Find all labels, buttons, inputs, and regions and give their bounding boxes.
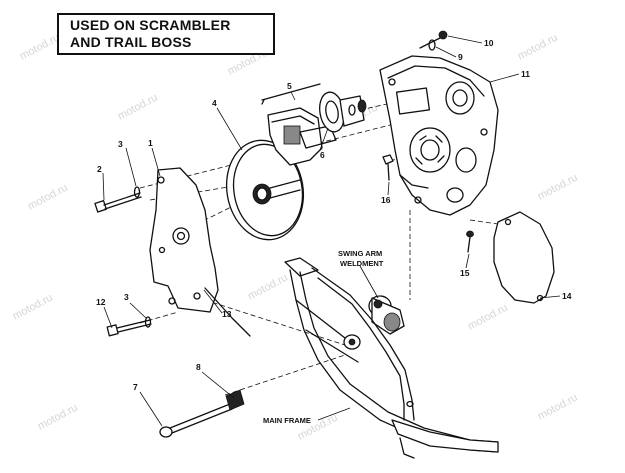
callout-10: 10	[484, 38, 494, 48]
callout-4: 4	[212, 98, 217, 108]
washer-3-lower	[144, 316, 152, 328]
callout-7: 7	[133, 382, 138, 392]
callout-1: 1	[148, 138, 153, 148]
callout-13: 13	[222, 309, 232, 319]
watermark-text: motod.ru	[536, 392, 580, 423]
watermark-text: motod.ru	[36, 402, 80, 433]
callout-3-upper: 3	[118, 139, 123, 149]
screw-15	[466, 230, 474, 253]
bolt-12	[106, 319, 152, 337]
watermark-text: motod.ru	[536, 172, 580, 203]
callout-12: 12	[96, 297, 106, 307]
applicability-box: USED ON SCRAMBLER AND TRAIL BOSS	[57, 13, 275, 55]
watermark-text: motod.ru	[26, 182, 70, 213]
callout-15: 15	[460, 268, 470, 278]
gearcase-11	[379, 55, 499, 216]
label-main-frame: MAIN FRAME	[263, 416, 311, 425]
watermark-text: motod.ru	[246, 272, 290, 303]
cover-14	[493, 211, 555, 304]
watermark-text: motod.ru	[18, 32, 62, 63]
applicability-line-2: AND TRAIL BOSS	[70, 34, 192, 50]
swing-arm-weldment	[368, 295, 405, 335]
washer-9	[428, 39, 436, 51]
callout-11: 11	[521, 69, 530, 79]
washer-3-upper	[133, 186, 141, 198]
bolt-2	[94, 192, 142, 213]
watermark-text: motod.ru	[116, 92, 160, 123]
drive-sheave-4	[225, 139, 305, 241]
applicability-line-1: USED ON SCRAMBLER	[70, 17, 231, 33]
callout-6: 6	[320, 150, 325, 160]
watermark-text: motod.ru	[11, 292, 55, 323]
callout-3-lower: 3	[124, 292, 129, 302]
named-labels: SWING ARM WELDMENT MAIN FRAME	[263, 249, 384, 425]
callout-9: 9	[458, 52, 463, 62]
callout-5: 5	[287, 81, 292, 91]
callout-8: 8	[196, 362, 201, 372]
bracket-13	[204, 287, 251, 337]
label-swing-arm-line1: SWING ARM	[338, 249, 382, 258]
callout-14: 14	[562, 291, 572, 301]
leader-lines	[102, 35, 561, 427]
bolt-7	[159, 403, 233, 438]
bolt-16	[382, 154, 394, 181]
callout-16: 16	[381, 195, 391, 205]
main-frame	[284, 257, 499, 459]
label-swing-arm-line2: WELDMENT	[340, 259, 384, 268]
watermark-text: motod.ru	[466, 302, 510, 333]
callout-2: 2	[97, 164, 102, 174]
pulley-6	[319, 91, 367, 133]
bolt-10	[419, 30, 448, 49]
clutch-assembly-5	[261, 83, 337, 166]
watermark-text: motod.ru	[516, 32, 560, 63]
chaincase-cover-plate	[149, 167, 219, 313]
spacer-8	[225, 389, 245, 411]
callout-numbers: 1 2 3 4 5 6 7 8 9 10 11 12 3 13 14 15 16	[96, 38, 572, 392]
